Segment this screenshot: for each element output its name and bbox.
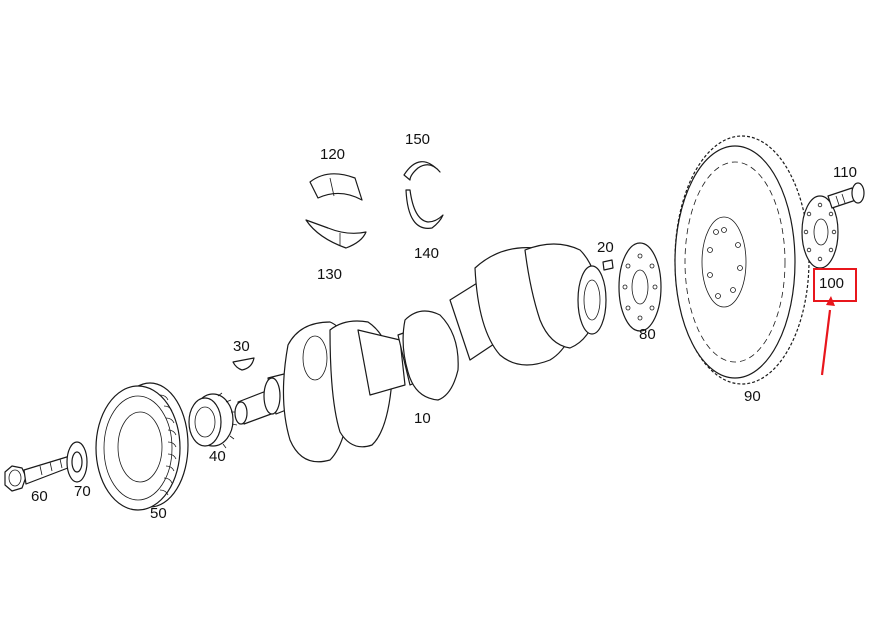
callout-140: 140 <box>414 245 440 262</box>
bearing-shell-120 <box>309 173 363 201</box>
flywheel-90 <box>674 135 810 385</box>
red-arrow-icon <box>820 296 835 376</box>
pulley-50 <box>95 382 189 511</box>
bearing-shell-130 <box>305 219 367 249</box>
callout-60: 60 <box>31 488 48 505</box>
callout-10: 10 <box>414 410 431 427</box>
callout-20: 20 <box>597 239 614 256</box>
callout-30: 30 <box>233 338 250 355</box>
pin-20 <box>602 259 614 271</box>
callout-150: 150 <box>405 131 431 148</box>
callout-120: 120 <box>320 146 346 163</box>
thrust-washer-150 <box>403 161 441 181</box>
callout-70: 70 <box>74 483 91 500</box>
callout-100: 100 <box>819 275 845 292</box>
thrust-washer-140 <box>405 189 444 229</box>
callout-110: 110 <box>833 164 857 181</box>
plate-80 <box>618 242 662 332</box>
callout-40: 40 <box>209 448 226 465</box>
bolt-60 <box>4 455 74 492</box>
callout-130: 130 <box>317 266 343 283</box>
sprocket-40 <box>188 392 238 449</box>
callout-80: 80 <box>639 326 656 343</box>
crankshaft-10 <box>234 243 607 463</box>
washer-70 <box>66 441 88 483</box>
callout-90: 90 <box>744 388 761 405</box>
callout-50: 50 <box>150 505 167 522</box>
plate-100 <box>801 195 839 269</box>
key-30 <box>232 357 255 371</box>
bolt-110 <box>827 182 865 209</box>
highlight-box-100: 100 <box>813 268 857 302</box>
